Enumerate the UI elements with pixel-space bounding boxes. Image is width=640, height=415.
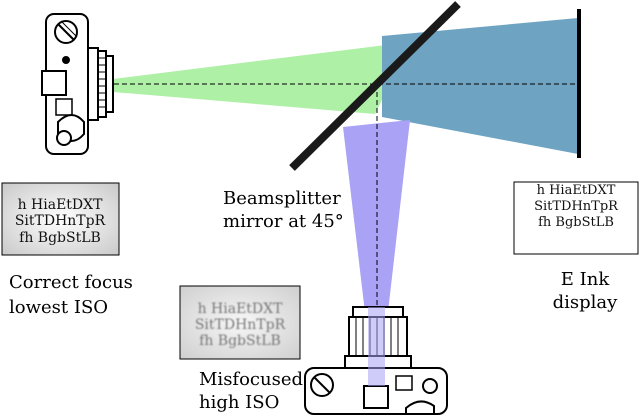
eink-label-line1: E Ink xyxy=(561,269,611,290)
beamsplitter-mirror xyxy=(289,1,461,171)
eink-sample-line2: SitTDHnTpR xyxy=(534,199,619,214)
camera-top-left-icon xyxy=(41,13,114,155)
correct-focus-label-line2: lowest ISO xyxy=(9,297,108,318)
eink-sample-box xyxy=(513,181,639,255)
misfocused-sample-box xyxy=(179,285,301,360)
misfocused-sample-line2: SitTDHnTpR xyxy=(195,317,286,333)
misfocused-sample-line3: fh BgbStLB xyxy=(199,333,281,349)
correct-focus-label-line1: Correct focus xyxy=(9,272,133,293)
purple-beam-overlay xyxy=(368,307,385,386)
misfocused-label-line2: high ISO xyxy=(199,392,279,413)
misfocused-sample-text: h HiaEtDXT SitTDHnTpR fh BgbStLB xyxy=(195,301,286,349)
eink-label-line2: display xyxy=(553,292,619,313)
correct-sample-line3: fh BgbStLB xyxy=(19,230,101,246)
correct-focus-sample-box xyxy=(1,182,120,256)
beamsplitter-label-line1: Beamsplitter xyxy=(223,188,341,209)
correct-sample-line2: SitTDHnTpR xyxy=(15,213,106,229)
correct-sample-line1: h HiaEtDXT xyxy=(18,197,104,213)
misfocused-sample-line1: h HiaEtDXT xyxy=(198,301,284,317)
beamsplitter-label-line2: mirror at 45° xyxy=(223,211,344,232)
eink-sample-line3: fh BgbStLB xyxy=(538,215,614,230)
blue-beam xyxy=(382,18,578,154)
eink-sample-line1: h HiaEtDXT xyxy=(537,183,616,198)
misfocused-label-line1: Misfocused xyxy=(199,369,303,390)
green-beam xyxy=(113,42,410,114)
